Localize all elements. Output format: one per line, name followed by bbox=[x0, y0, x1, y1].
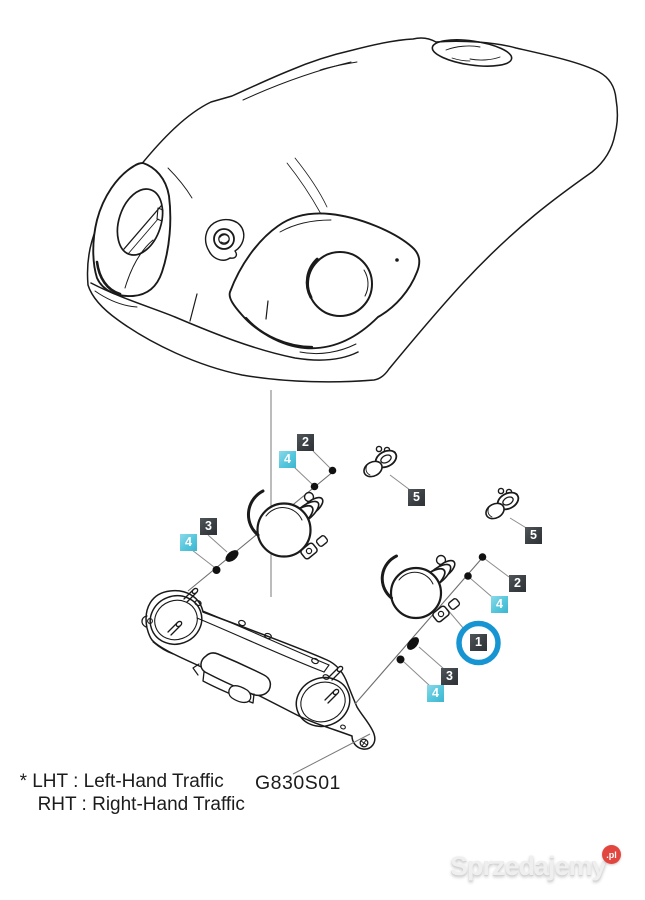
callout-4: 4 bbox=[180, 534, 197, 551]
footnote-rht: RHT : Right-Hand Traffic bbox=[27, 772, 245, 816]
watermark-tld: .pl bbox=[606, 849, 617, 860]
bulb-right bbox=[485, 487, 520, 520]
footnote-lht-text: * LHT : Left-Hand Traffic bbox=[19, 771, 224, 792]
hood-cowl-oval bbox=[431, 39, 513, 67]
footnote-rht-text: RHT : Right-Hand Traffic bbox=[37, 794, 245, 815]
part-code: G830S01 bbox=[255, 772, 341, 794]
part-code-leader bbox=[292, 733, 371, 775]
callout-4: 4 bbox=[427, 685, 444, 702]
callout-3: 3 bbox=[441, 668, 458, 685]
callout-2: 2 bbox=[297, 434, 314, 451]
fog-lamp-left bbox=[246, 489, 329, 560]
callout-2: 2 bbox=[509, 575, 526, 592]
callout-3: 3 bbox=[200, 518, 217, 535]
hood-drawing bbox=[86, 37, 619, 383]
fasteners bbox=[212, 466, 487, 664]
footnote-lht: * LHT : Left-Hand Traffic bbox=[9, 749, 224, 793]
watermark: Sprzedajemy .pl bbox=[450, 845, 645, 895]
watermark-tld-badge: .pl bbox=[602, 845, 621, 864]
highlight-circle bbox=[456, 620, 501, 666]
bulb-left bbox=[363, 445, 398, 478]
watermark-brand: Sprzedajemy bbox=[450, 851, 607, 881]
fog-lamp-right bbox=[380, 554, 461, 623]
callout-5: 5 bbox=[525, 527, 542, 544]
bracket-studs bbox=[167, 587, 344, 704]
callout-5: 5 bbox=[408, 489, 425, 506]
hood-left-lamp-recess bbox=[92, 162, 172, 297]
callout-4: 4 bbox=[491, 596, 508, 613]
callout-leader-lines bbox=[191, 450, 529, 775]
hood-right-lamp-recess bbox=[228, 212, 421, 355]
callout-1-highlighted: 1 bbox=[470, 634, 487, 651]
hood-front-lip bbox=[90, 282, 359, 361]
mounting-bracket bbox=[141, 587, 376, 750]
callout-4: 4 bbox=[279, 451, 296, 468]
hood-emblem bbox=[204, 218, 245, 261]
bracket-center-housing bbox=[192, 652, 272, 704]
